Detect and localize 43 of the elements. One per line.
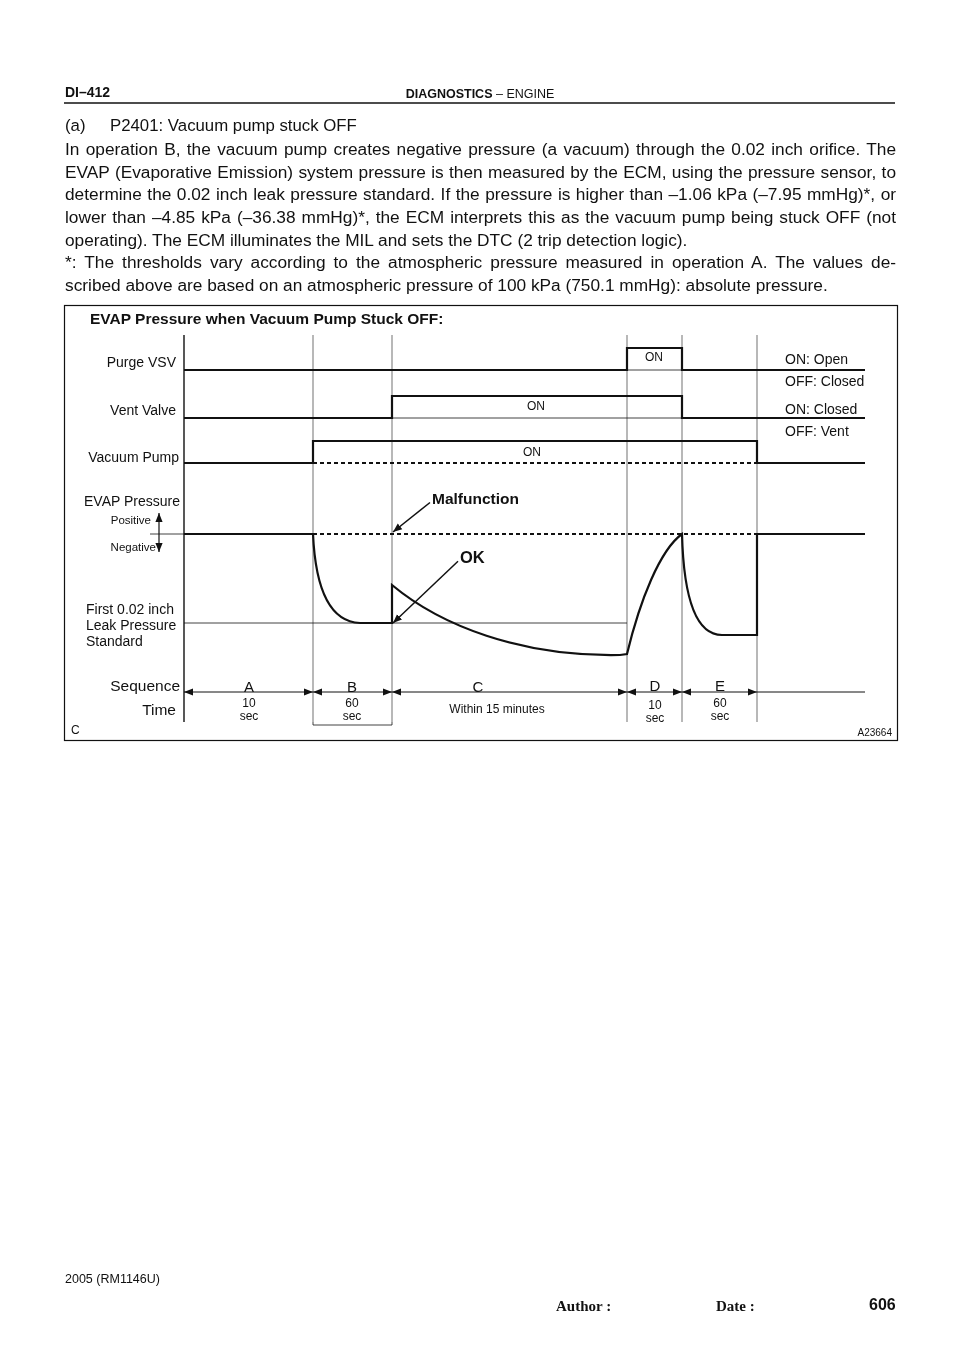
figure-code: C bbox=[71, 724, 80, 738]
row-label: Sequence bbox=[110, 677, 180, 695]
chart-title: EVAP Pressure when Vacuum Pump Stuck OFF: bbox=[90, 310, 444, 328]
footer-field: Author : bbox=[556, 1298, 612, 1316]
signal-label: Purge VSV bbox=[106, 354, 176, 371]
state-legend: ON: Closed bbox=[785, 401, 858, 418]
row-label: Time bbox=[142, 701, 176, 719]
axis-label: Positive bbox=[110, 514, 151, 528]
sequence-label: C bbox=[471, 678, 485, 696]
footer-text: 2005 (RM1146U) bbox=[65, 1272, 160, 1287]
state-label: ON bbox=[522, 446, 542, 460]
signal-label: EVAP Pressure bbox=[84, 493, 180, 510]
footnote: *: The thresholds vary according to the atmospheric pressure measured in operation A. The values de- scribed above are based on an atmospheric pressure of 100 kPa (750.1 mmHg): absolute pressure. bbox=[65, 251, 896, 297]
signal-label: Vacuum Pump bbox=[88, 449, 179, 466]
duration-label: 10 sec bbox=[238, 697, 260, 723]
axis-label: Negative bbox=[110, 541, 156, 555]
threshold-label: First 0.02 inch Leak Pressure Standard bbox=[86, 601, 178, 649]
sequence-label: E bbox=[714, 677, 726, 695]
state-legend: OFF: Vent bbox=[785, 423, 849, 440]
state-label: ON bbox=[644, 351, 664, 365]
duration-label: Within 15 minutes bbox=[448, 703, 546, 717]
callout-label: OK bbox=[460, 548, 485, 567]
callout-label: Malfunction bbox=[432, 490, 519, 508]
sequence-label: D bbox=[648, 677, 662, 695]
state-legend: OFF: Closed bbox=[785, 373, 865, 390]
leader-line bbox=[392, 501, 431, 533]
signal-label: Vent Valve bbox=[110, 402, 176, 419]
section-header: DIAGNOSTICS – ENGINE bbox=[404, 87, 556, 102]
body-paragraph: In operation B, the vacuum pump creates negative pressure (a vacuum) through the 0.02 inch orifice. The EVAP (Evaporative Emission) system pressure is then measured by the ECM, using the pressure sensor, to determine the 0.02 inch leak pressure standard. If the pressure is higher than –1.06 kPa (–7.95 mmHg)*, or lower than –4.85 kPa (–36.38 mmHg)*, the ECM interprets this as the vacuum pump being stuck OFF (not operating). The ECM illuminates the MIL and sets the DTC (2 trip detection logic). bbox=[65, 138, 896, 252]
duration-label: 60 sec bbox=[709, 697, 731, 723]
state-legend: ON: Open bbox=[785, 351, 849, 368]
item-marker: (a) bbox=[65, 116, 86, 136]
item-heading: P2401: Vacuum pump stuck OFF bbox=[110, 116, 357, 136]
state-label: ON bbox=[526, 400, 546, 414]
sequence-label: B bbox=[346, 678, 358, 696]
duration-label: 10 sec bbox=[644, 699, 666, 725]
sequence-label: A bbox=[243, 678, 255, 696]
page-number: DI–412 bbox=[65, 84, 111, 101]
page-number: 606 bbox=[869, 1296, 896, 1315]
footer-field: Date : bbox=[716, 1298, 755, 1316]
duration-label: 60 sec bbox=[341, 697, 363, 723]
figure-number: A23664 bbox=[857, 727, 892, 739]
leader-line bbox=[392, 560, 459, 624]
